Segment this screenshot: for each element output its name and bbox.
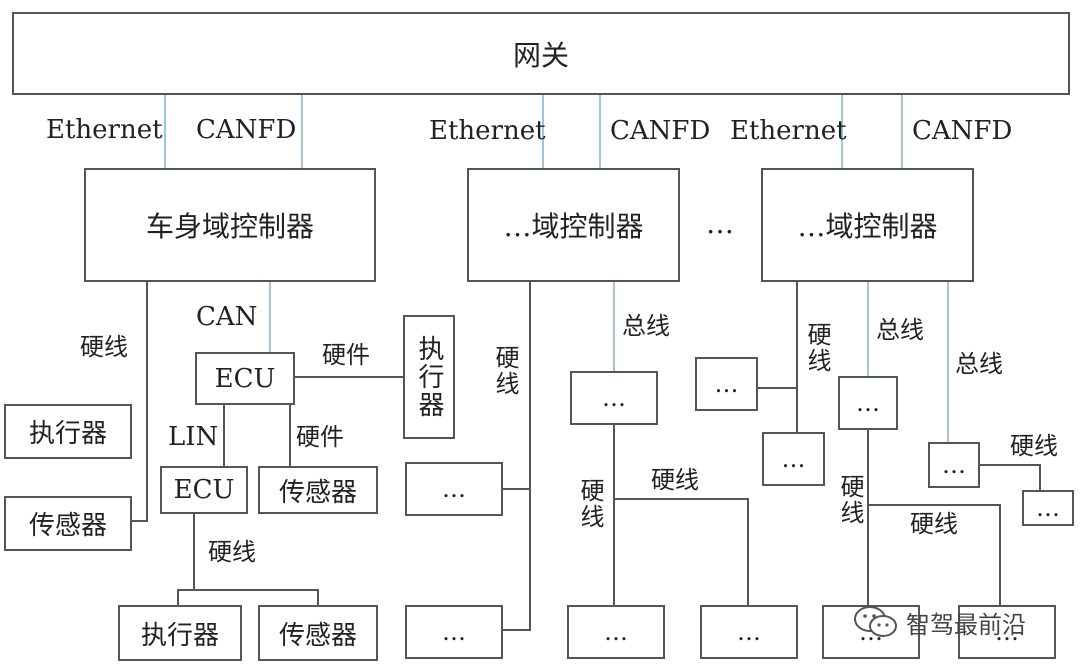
hardwire-domain2-main (503, 282, 531, 631)
link-label-canfd2: CANFD (610, 116, 711, 146)
body-domain-controller-label: 车身域控制器 (145, 210, 314, 243)
domain3-node-right: … (928, 442, 980, 488)
domain3-node-right-label: … (942, 451, 966, 479)
hardwire-body-left (132, 282, 148, 522)
hardware-label-1: 硬件 (322, 341, 370, 369)
domain2-node-c: … (405, 605, 503, 659)
hardwire-ecu-sensor (194, 589, 319, 605)
actuator-box-bottom: 执行器 (118, 605, 242, 661)
domain3-node-far: … (1022, 490, 1074, 526)
domain2-hardwire-label-2: 硬线 (576, 478, 604, 530)
domain2-node-b: … (405, 462, 503, 516)
body-hardwire-label-2: 硬线 (208, 538, 256, 566)
ecu-box-1: ECU (195, 352, 295, 405)
sensor-box-left-label: 传感器 (28, 511, 107, 541)
actuator-box-bottom-label: 执行器 (140, 620, 219, 651)
domain3-node-mid-label: … (856, 389, 880, 417)
domain3-hardwire-label-4: 硬线 (910, 510, 958, 538)
domain2-node-d: … (567, 605, 665, 659)
actuator-box-top-label: 执行器 (414, 335, 444, 419)
domain3-node-left-label: … (714, 370, 739, 398)
domain3-node-mid: … (838, 376, 898, 430)
domain2-node-d-label: … (604, 618, 628, 646)
hardware-label-2: 硬件 (296, 423, 344, 451)
domain3-node-bottom-right: … (958, 605, 1056, 659)
gateway-box: 网关 (12, 12, 1070, 95)
gateway-label: 网关 (512, 38, 569, 72)
link-label-eth3: Ethernet (730, 116, 847, 146)
watermark-text: 智驾最前沿 (906, 610, 1026, 639)
domain3-node-far-label: … (1036, 494, 1060, 522)
domain3-bus-label-1: 总线 (876, 316, 924, 344)
body-hardwire-label: 硬线 (80, 333, 128, 361)
hardwire-domain3-bottom (868, 504, 1001, 605)
ecu-box-1-label: ECU (214, 363, 276, 394)
domain3-hardwire-label-2: 硬线 (1010, 432, 1058, 460)
link-label-canfd3: CANFD (912, 116, 1013, 146)
hardwire-domain3-far (980, 464, 1041, 490)
sensor-box-bottom: 传感器 (258, 605, 378, 661)
domain-controller-2: …域控制器 (467, 168, 680, 282)
hardwire-ecu-actuator (177, 514, 195, 605)
domain3-hardwire-label: 硬线 (803, 322, 831, 374)
link-label-eth2: Ethernet (429, 116, 546, 146)
sensor-box-mid: 传感器 (258, 466, 378, 514)
domain2-node-b-label: … (442, 475, 466, 503)
actuator-box-left-label: 执行器 (28, 419, 107, 449)
domain3-node-bottom-right-label: … (995, 618, 1019, 646)
actuator-box-top: 执行器 (403, 315, 455, 439)
body-domain-controller: 车身域控制器 (84, 168, 376, 282)
domain3-hardwire-label-3: 硬线 (836, 474, 864, 526)
sensor-box-mid-label: 传感器 (278, 477, 357, 508)
ecu-box-2-label: ECU (173, 475, 235, 505)
domain3-node-left: … (695, 357, 758, 411)
domain2-node-e-label: … (737, 618, 761, 646)
link-label-canfd1: CANFD (196, 115, 297, 145)
domain2-node-c-label: … (442, 618, 466, 646)
domain2-hardwire-label: 硬线 (491, 345, 519, 397)
domain-controller-3: …域控制器 (761, 168, 974, 282)
domain2-hardwire-label-3: 硬线 (651, 466, 699, 494)
domain3-node-small: … (762, 432, 825, 486)
domain-controller-3-label: …域控制器 (797, 210, 938, 243)
domain3-bus-label-2: 总线 (955, 350, 1003, 378)
domain2-node-a: … (570, 371, 658, 425)
sensor-box-left: 传感器 (4, 496, 132, 551)
domain2-node-a-label: … (602, 384, 626, 412)
domain2-node-e: … (700, 605, 798, 659)
hardwire-domain2-right (614, 498, 749, 605)
lin-label: LIN (168, 422, 219, 452)
domain-controller-2-label: …域控制器 (503, 210, 644, 243)
ecu-box-2: ECU (160, 466, 248, 514)
domain3-node-small-label: … (781, 445, 806, 473)
controllers-gap-ellipsis: … (706, 207, 734, 240)
domain2-bus-label: 总线 (622, 312, 670, 340)
can-label: CAN (196, 302, 258, 332)
sensor-box-bottom-label: 传感器 (278, 620, 357, 651)
wechat-icon (854, 606, 897, 637)
watermark: 智驾最前沿 (852, 604, 1026, 640)
link-label-eth1: Ethernet (46, 115, 163, 145)
actuator-box-left: 执行器 (4, 404, 132, 459)
